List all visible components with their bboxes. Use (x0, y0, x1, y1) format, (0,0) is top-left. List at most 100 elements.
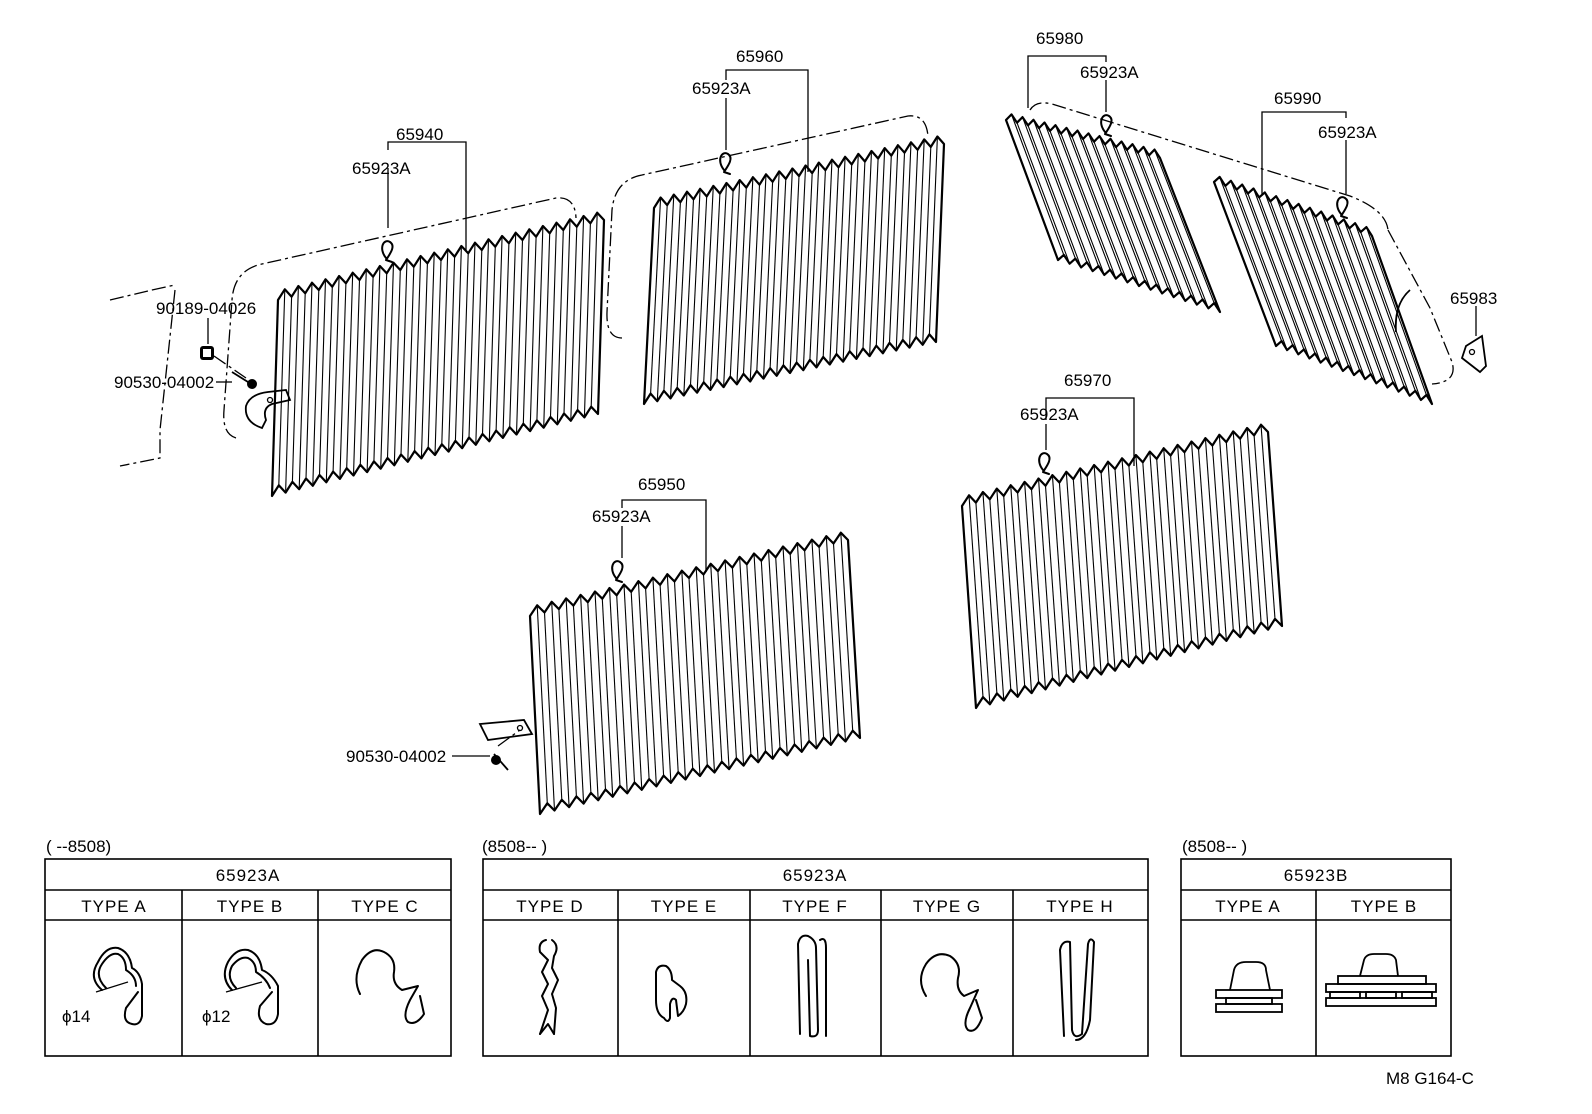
panel-outline (642, 135, 946, 406)
period-label: (8508-- ) (482, 837, 547, 856)
type-header: TYPE D (516, 897, 583, 916)
label-65923a: 65923A (1020, 405, 1079, 424)
panel-fold-line (1065, 127, 1123, 274)
panel-fold-line (1275, 196, 1338, 362)
panel-fold-line (318, 279, 327, 476)
panel-fold-line (386, 262, 395, 459)
label-65983: 65983 (1450, 289, 1497, 308)
panel-fold-line (696, 196, 708, 393)
panel-fold-line (577, 215, 585, 411)
label-65923a: 65923A (692, 79, 751, 98)
panel-fold-line (1348, 228, 1411, 396)
panel-fold-line (1065, 471, 1081, 672)
panel-fold-line (968, 495, 984, 698)
panel-fold-line (616, 595, 628, 794)
panel-fold-line (1027, 125, 1082, 268)
panel-fold-line (760, 560, 774, 759)
clip-icons (381, 114, 1349, 583)
panel-fold-line (689, 188, 701, 386)
panel-fold-line (769, 171, 780, 369)
panel-fold-line (756, 174, 767, 372)
panel-fold-line (468, 242, 476, 438)
panel-fold-line (1253, 435, 1269, 630)
panel-fold-line (414, 255, 422, 452)
panel-fold-line (776, 178, 787, 376)
panel-fold-line (1239, 438, 1255, 634)
label-65990: 65990 (1274, 89, 1321, 108)
panel-fold-line (637, 581, 650, 780)
panel-fold-line (1218, 434, 1234, 631)
panel-fold-line (695, 567, 708, 766)
type-header: TYPE A (81, 897, 147, 916)
panel-fold-line (849, 153, 859, 352)
panel-fold-line (1142, 462, 1158, 660)
panel-fold-line (767, 549, 781, 749)
panel-fold-line (572, 605, 585, 804)
label-65923a: 65923A (1080, 63, 1139, 82)
panel-fold-line (529, 236, 537, 432)
panel-fold-line (590, 212, 598, 407)
panel-fold-line (1331, 215, 1394, 383)
panel-fold-line (407, 266, 415, 462)
panel-fold-line (825, 536, 839, 735)
type-header: TYPE F (782, 897, 848, 916)
panel-fold-line (1281, 204, 1344, 372)
clip-icon (1336, 196, 1349, 219)
panel-fold-line (1086, 475, 1102, 675)
panel-fold-line (1071, 136, 1128, 283)
hook-bracket-icon (244, 389, 292, 430)
panel-fold-line (1010, 485, 1026, 687)
body-outlines (109, 102, 1454, 467)
panel-fold-line (558, 609, 570, 808)
clip-table-1: ( --8508) 65923A TYPE A TYPE B TYPE C ϕ1… (44, 837, 452, 1057)
panel-fold-line (922, 146, 932, 345)
curtain-panel-65990 (1212, 175, 1434, 406)
panel-fold-line (1183, 452, 1200, 649)
clip-type-g-icon (920, 953, 983, 1032)
panel-fold-line (753, 553, 767, 752)
panel-fold-line (1135, 454, 1151, 653)
panel-fold-line (702, 574, 716, 773)
panel-fold-line (502, 243, 510, 438)
panel-fold-line (1320, 211, 1383, 379)
diameter-note: ϕ12 (202, 1007, 230, 1026)
label-65923a: 65923A (592, 507, 651, 526)
panel-fold-line (1303, 212, 1366, 380)
clip-icon (1038, 452, 1051, 475)
label-90189-04026: 90189-04026 (156, 299, 256, 318)
hook-bracket-icon (478, 719, 534, 741)
panel-fold-line (842, 164, 853, 362)
panel-fold-line (536, 225, 544, 421)
panel-fold-line (815, 170, 826, 368)
panel-fold-line (804, 550, 817, 749)
panel-fold-line (676, 191, 688, 389)
panel-fold-line (454, 245, 462, 441)
panel-fold-line (1021, 116, 1076, 259)
panel-fold-line (393, 269, 401, 466)
panel-fold-line (724, 560, 737, 759)
panel-fold-line (1225, 442, 1241, 638)
panel-fold-line (742, 177, 754, 374)
panel-fold-line (736, 187, 747, 385)
panel-fold-line (1190, 441, 1207, 638)
period-label: (8508-- ) (1182, 837, 1247, 856)
clip-type-d-icon (538, 939, 559, 1035)
panel-fold-line (1049, 130, 1105, 276)
panel-fold-line (775, 557, 788, 756)
panel-fold-line (652, 577, 665, 776)
label-65923a: 65923A (352, 159, 411, 178)
panel-fold-line (915, 139, 925, 338)
panel-fold-line (862, 150, 873, 349)
panel-fold-line (882, 155, 892, 354)
type-header: TYPE B (217, 897, 283, 916)
part-labels: 65940 65923A 65960 65923A 65980 65923A 6… (114, 29, 1497, 766)
panel-fold-line (509, 232, 517, 428)
panel-fold-line (434, 259, 442, 456)
clip-type-f-icon (797, 934, 827, 1038)
panel-fold-line (673, 581, 687, 780)
panel-fold-line (1003, 495, 1019, 697)
panel-fold-line (895, 152, 906, 351)
panel-fold-line (352, 279, 361, 476)
panel-fold-line (587, 602, 599, 801)
